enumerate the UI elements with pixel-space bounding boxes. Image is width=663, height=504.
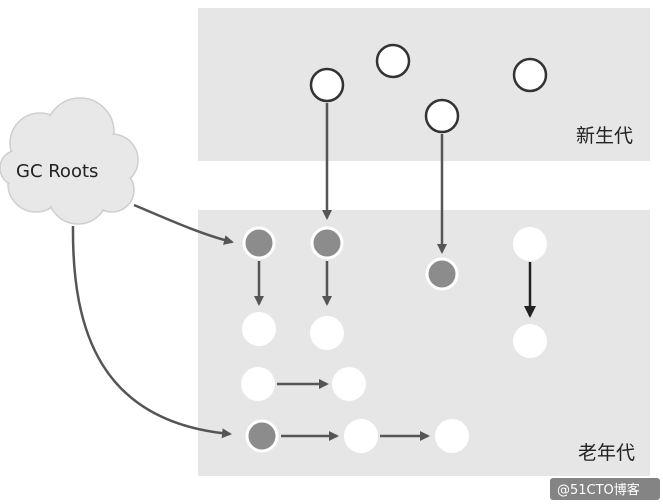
old-live-node-2 [310,226,344,260]
old-live-node-4 [245,419,279,453]
root-arrow-upper [133,203,234,245]
young-node-2 [375,43,411,79]
gc-roots-cloud: GC Roots [0,97,139,225]
young-node-3 [512,57,548,93]
young-node-1 [309,67,345,103]
old-live-node-1 [242,226,276,260]
old-node-8 [435,419,469,453]
old-generation-label: 老年代 [578,442,635,464]
old-node-1 [242,312,276,346]
old-live-node-3 [425,257,459,291]
watermark-label: @51CTO博客 [557,482,640,498]
watermark: @51CTO博客 [550,478,660,500]
young-generation-region [198,8,650,161]
old-node-7 [344,419,378,453]
young-generation-label: 新生代 [576,125,633,147]
old-node-4 [513,324,547,358]
old-node-2 [310,316,344,350]
young-node-4 [424,98,460,134]
gc-roots-label: GC Roots [16,161,98,182]
old-node-3 [513,227,547,261]
old-node-5 [241,367,275,401]
root-arrow-lower [71,225,232,439]
old-node-6 [332,367,366,401]
